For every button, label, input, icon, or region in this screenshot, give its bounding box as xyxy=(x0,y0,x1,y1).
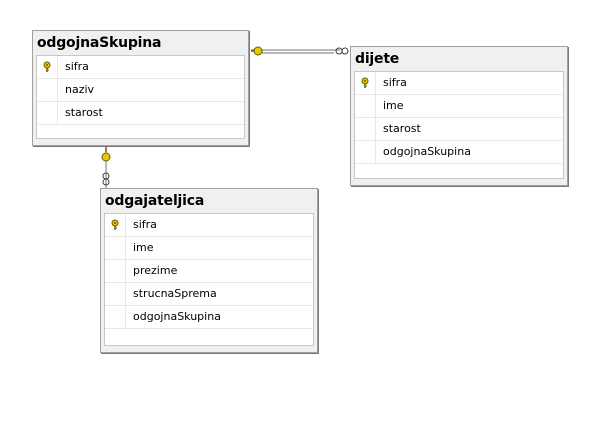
relationship-skupina-dijete[interactable] xyxy=(251,46,349,56)
key-icon xyxy=(355,72,376,94)
column-row[interactable]: sifra xyxy=(355,72,563,95)
column-name: sifra xyxy=(65,60,89,73)
column-row[interactable]: strucnaSprema xyxy=(105,283,313,306)
column-row[interactable]: naziv xyxy=(37,79,244,102)
infinity-icon xyxy=(335,47,349,55)
column-grid: sifra naziv starost xyxy=(36,55,245,139)
key-icon xyxy=(105,214,126,236)
key-icon xyxy=(251,46,263,56)
column-row[interactable]: starost xyxy=(355,118,563,141)
column-row[interactable]: prezime xyxy=(105,260,313,283)
column-name: strucnaSprema xyxy=(133,287,217,300)
table-title: odgojnaSkupina xyxy=(37,35,162,51)
table-odgojnaSkupina[interactable]: odgojnaSkupina sifra naziv starost xyxy=(32,30,249,146)
column-name: sifra xyxy=(133,218,157,231)
table-dijete[interactable]: dijete sifra ime starost odgojnaSkupina xyxy=(350,46,568,186)
column-name: sifra xyxy=(383,76,407,89)
table-title: odgajateljica xyxy=(105,193,205,209)
column-name: naziv xyxy=(65,83,95,96)
column-row[interactable]: ime xyxy=(105,237,313,260)
column-row[interactable]: odgojnaSkupina xyxy=(105,306,313,329)
column-row[interactable]: starost xyxy=(37,102,244,125)
table-title: dijete xyxy=(355,51,400,67)
column-name: starost xyxy=(65,106,103,119)
column-row[interactable]: sifra xyxy=(105,214,313,237)
column-name: starost xyxy=(383,122,421,135)
column-name: ime xyxy=(383,99,404,112)
column-grid: sifra ime prezime strucnaSprema odgojnaS… xyxy=(104,213,314,346)
column-row[interactable]: sifra xyxy=(37,56,244,79)
column-name: ime xyxy=(133,241,154,254)
column-row[interactable]: odgojnaSkupina xyxy=(355,141,563,164)
infinity-icon xyxy=(102,172,110,186)
key-icon xyxy=(101,147,111,162)
column-row[interactable]: ime xyxy=(355,95,563,118)
column-name: odgojnaSkupina xyxy=(133,310,221,323)
column-name: prezime xyxy=(133,264,178,277)
key-icon xyxy=(37,56,58,78)
table-odgajateljica[interactable]: odgajateljica sifra ime prezime strucnaS… xyxy=(100,188,318,353)
relationship-skupina-odgajateljica[interactable] xyxy=(101,146,111,188)
column-grid: sifra ime starost odgojnaSkupina xyxy=(354,71,564,179)
column-name: odgojnaSkupina xyxy=(383,145,471,158)
